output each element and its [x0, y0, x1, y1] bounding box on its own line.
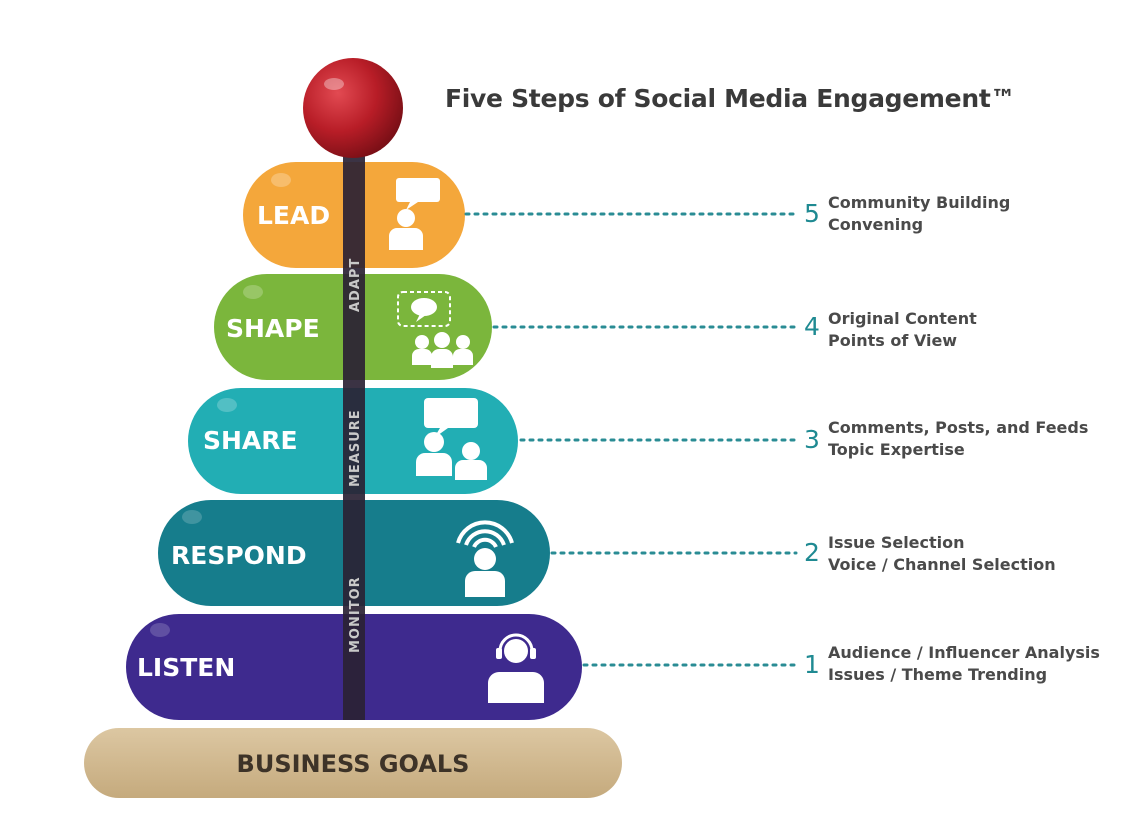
step-3-line-2: Topic Expertise — [828, 440, 965, 459]
conversation-people-icon — [416, 398, 487, 480]
step-3-description: Comments, Posts, and Feeds Topic Experti… — [828, 417, 1088, 461]
adapt-axis-label: ADAPT — [348, 258, 363, 312]
step-4-description: Original Content Points of View — [828, 308, 977, 352]
top-ball — [303, 58, 403, 158]
center-pole — [343, 152, 365, 720]
top-ball-shine — [324, 78, 344, 90]
step-number-5: 5 — [804, 199, 820, 228]
share-shine — [217, 398, 237, 412]
step-1-line-2: Issues / Theme Trending — [828, 665, 1048, 684]
step-4-line-2: Points of View — [828, 331, 958, 350]
step-number-1: 1 — [804, 650, 820, 679]
shape-label: SHAPE — [226, 314, 320, 343]
respond-label: RESPOND — [171, 541, 307, 570]
respond-shine — [182, 510, 202, 524]
share-label: SHARE — [203, 426, 298, 455]
broadcast-person-icon — [456, 520, 514, 597]
step-2-line-1: Issue Selection — [828, 533, 965, 552]
chat-group-icon — [397, 291, 473, 368]
step-5-description: Community Building Convening — [828, 192, 1010, 236]
business-goals-label: BUSINESS GOALS — [237, 750, 470, 778]
step-4-line-1: Original Content — [828, 309, 977, 328]
listen-shine — [150, 623, 170, 637]
measure-axis-label: MEASURE — [348, 409, 363, 487]
step-1-description: Audience / Influencer Analysis Issues / … — [828, 642, 1100, 686]
diagram-title: Five Steps of Social Media Engagement™ — [445, 84, 1016, 113]
step-5-line-1: Community Building — [828, 193, 1011, 212]
listen-label: LISTEN — [137, 653, 235, 682]
step-number-2: 2 — [804, 538, 820, 567]
step-1-line-1: Audience / Influencer Analysis — [828, 643, 1100, 662]
step-5-line-2: Convening — [828, 215, 924, 234]
monitor-axis-label: MONITOR — [348, 576, 363, 653]
headset-person-icon — [488, 633, 544, 703]
shape-shine — [243, 285, 263, 299]
step-3-line-1: Comments, Posts, and Feeds — [828, 418, 1089, 437]
step-2-line-2: Voice / Channel Selection — [828, 555, 1056, 574]
business-goals-base — [84, 728, 622, 798]
step-2-description: Issue Selection Voice / Channel Selectio… — [828, 532, 1056, 576]
step-number-3: 3 — [804, 425, 820, 454]
lead-label: LEAD — [257, 201, 330, 230]
lead-shine — [271, 173, 291, 187]
speech-bubble-person-icon — [389, 178, 440, 250]
step-number-4: 4 — [804, 312, 820, 341]
